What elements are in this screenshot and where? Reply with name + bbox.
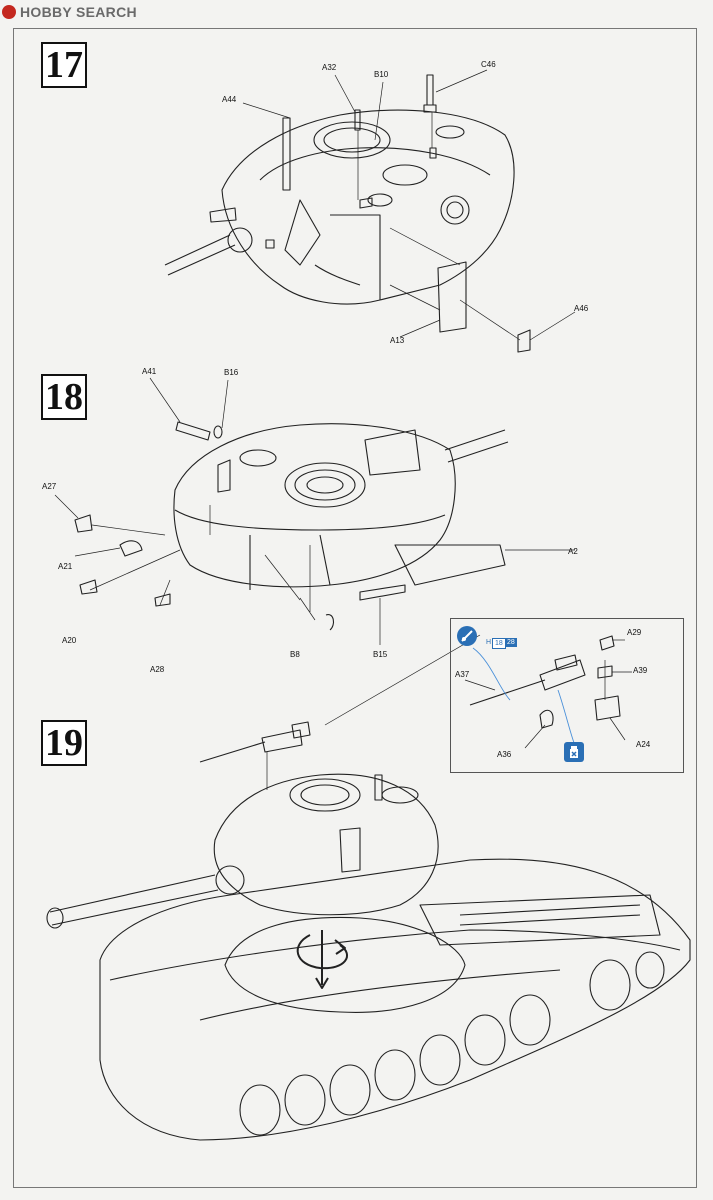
- part-label: B15: [373, 650, 388, 659]
- part-label: A39: [633, 666, 648, 675]
- step17-parts: [265, 74, 531, 353]
- cement-glue-icon: [564, 742, 584, 762]
- part-label: A24: [636, 740, 651, 749]
- step-17-number: 17: [41, 42, 87, 88]
- inset-parts: [469, 635, 621, 729]
- step-19-number: 19: [41, 720, 87, 766]
- part-label: A20: [62, 636, 77, 645]
- part-label: A46: [574, 304, 589, 313]
- step19-mg: [199, 721, 311, 790]
- step19-turret: [46, 773, 439, 929]
- part-label: B16: [224, 368, 239, 377]
- step17-turret: [164, 109, 515, 305]
- inset-connector: [324, 634, 481, 726]
- part-label: A41: [142, 367, 157, 376]
- step18-parts: [74, 421, 406, 631]
- part-label: B10: [374, 70, 389, 79]
- part-label: A36: [497, 750, 512, 759]
- part-label: A32: [322, 63, 337, 72]
- part-label: A21: [58, 562, 73, 571]
- part-label: A37: [455, 670, 470, 679]
- paint-brush-glyph: [461, 630, 473, 642]
- part-label: A44: [222, 95, 237, 104]
- part-label: A27: [42, 482, 57, 491]
- part-label: A2: [568, 547, 578, 556]
- color-ref-prefix: H: [486, 639, 492, 646]
- part-label: A13: [390, 336, 405, 345]
- step18-turret: [173, 423, 509, 590]
- step18-leaders: [54, 377, 575, 645]
- paint-brush-icon: [457, 626, 477, 646]
- logo-text: HOBBY SEARCH: [20, 4, 137, 20]
- watermark-logo: HOBBY SEARCH: [2, 2, 137, 22]
- part-label: C46: [481, 60, 496, 69]
- logo-mark-icon: [2, 5, 16, 19]
- rotate-arrow-icon: [296, 930, 348, 989]
- inset-leaders: [464, 639, 632, 749]
- step-18-number: 18: [41, 374, 87, 420]
- step17-leaders: [242, 69, 576, 341]
- part-label: A29: [627, 628, 642, 637]
- part-label: B8: [290, 650, 300, 659]
- page-border: [13, 28, 697, 1188]
- color-ref-2: 28: [505, 638, 517, 647]
- cement-glue-glyph: [570, 746, 578, 758]
- part-label: A28: [150, 665, 165, 674]
- mg-detail-inset: [450, 618, 684, 773]
- step19-tank: [99, 858, 691, 1141]
- color-ref-1: 18: [492, 638, 506, 649]
